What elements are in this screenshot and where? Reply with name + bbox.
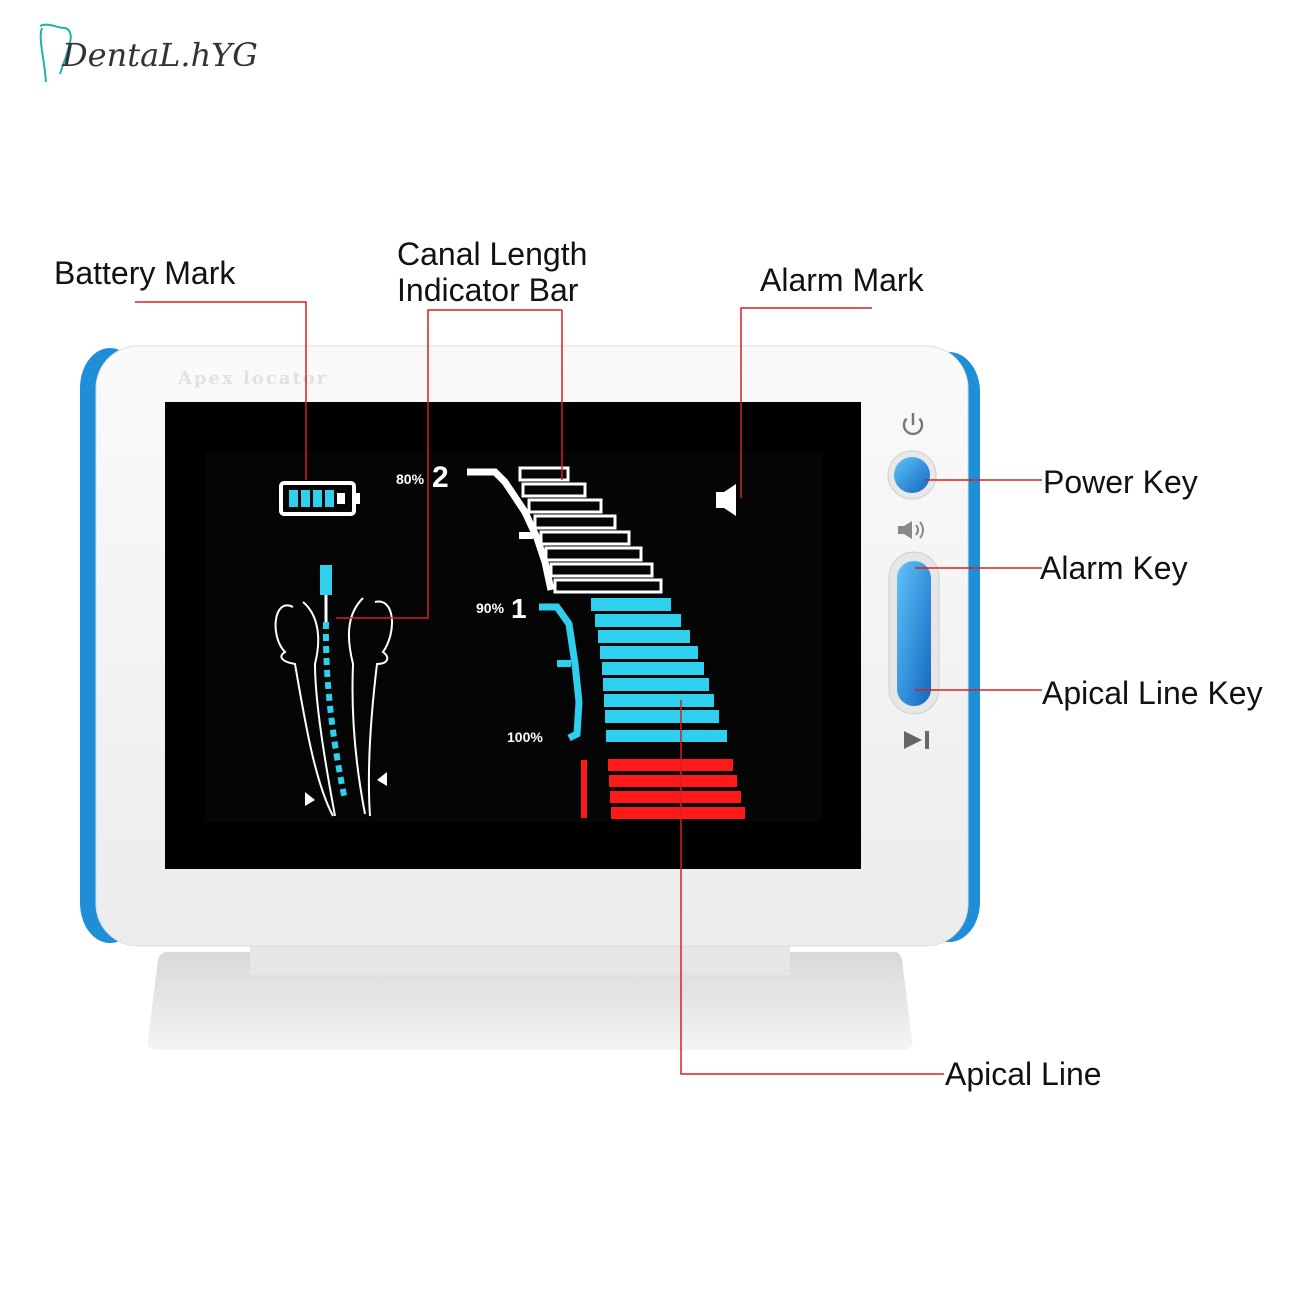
file-diagram [305, 565, 387, 806]
callout-apical-line: Apical Line [945, 1056, 1102, 1092]
lcd-screen: 80% 2 90% 1 100% [165, 402, 861, 869]
scale-tick [519, 532, 533, 539]
alarm-apical-rocker-key [897, 561, 931, 706]
segment [591, 598, 671, 611]
label-80-percent: 80% [396, 471, 425, 487]
label-zone-1: 1 [511, 593, 527, 624]
red-segment [610, 791, 741, 803]
label-zone-2: 2 [432, 461, 449, 494]
brand-logo [34, 22, 334, 92]
tooth-diagram [274, 597, 394, 817]
scale-tick [557, 660, 571, 667]
label-90-percent: 90% [476, 600, 505, 616]
callout-canal-length-line2: Indicator Bar [397, 272, 579, 308]
power-key [894, 457, 930, 493]
power-icon [902, 413, 924, 436]
speaker-icon [716, 484, 736, 516]
red-scale-mark [581, 760, 587, 818]
callout-canal-length-line1: Canal Length [397, 236, 588, 272]
segment [602, 662, 704, 675]
red-segment [609, 775, 737, 787]
callout-power-key: Power Key [1043, 464, 1198, 500]
lcd-display [205, 452, 822, 822]
callout-battery-mark: Battery Mark [54, 255, 236, 291]
tooth-logo-icon [39, 23, 72, 83]
segment [603, 678, 709, 691]
segment [605, 710, 719, 723]
callout-alarm-mark: Alarm Mark [760, 262, 924, 298]
alarm-volume-icon [898, 521, 924, 539]
segment [595, 614, 681, 627]
callout-alarm-key: Alarm Key [1040, 550, 1188, 586]
brand-logo-text: DentaL.hYG [62, 36, 258, 74]
label-100-percent: 100% [507, 729, 543, 745]
segment [600, 646, 698, 659]
segment [598, 630, 690, 643]
bezel-label: Apex locator [178, 368, 329, 389]
red-segment [608, 759, 733, 771]
segment [604, 694, 714, 707]
callout-apical-line-key: Apical Line Key [1042, 675, 1263, 711]
red-segment [611, 807, 745, 819]
segment-100 [606, 730, 727, 742]
